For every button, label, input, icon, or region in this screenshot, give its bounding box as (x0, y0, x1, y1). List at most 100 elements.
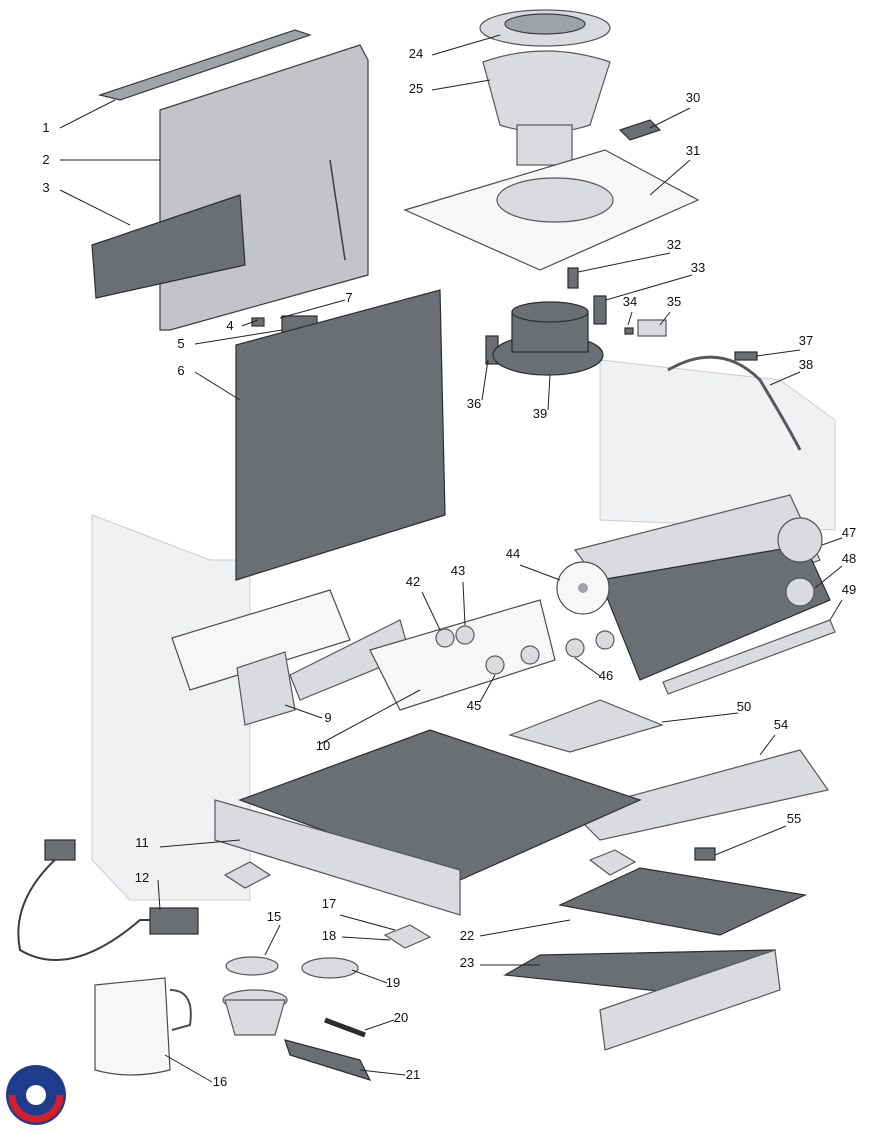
circuit-board-10 (369, 599, 556, 711)
base-chassis (214, 729, 642, 916)
callout-label-12: 12 (135, 870, 149, 885)
leader-line-42 (421, 591, 441, 631)
callout-label-43: 43 (451, 563, 465, 578)
leader-line-33 (605, 274, 693, 301)
milk-jug (94, 977, 192, 1076)
leader-line-16 (164, 1054, 213, 1083)
brand-logo (6, 1065, 66, 1125)
callout-label-38: 38 (799, 357, 813, 372)
leader-line-32 (577, 252, 671, 273)
callout-label-34: 34 (623, 294, 637, 309)
callout-label-5: 5 (177, 336, 184, 351)
leader-line-3 (59, 189, 131, 226)
leader-line-11 (159, 839, 241, 848)
callout-label-15: 15 (267, 909, 281, 924)
callout-label-9: 9 (324, 710, 331, 725)
leader-line-31 (649, 159, 691, 196)
callout-labels: 1234567910111215161718192021222324253031… (42, 34, 856, 1089)
leader-line-6 (194, 371, 241, 401)
callout-label-39: 39 (533, 406, 547, 421)
leader-line-44 (519, 564, 561, 581)
cup-grille (508, 699, 664, 753)
callout-label-50: 50 (737, 699, 751, 714)
callout-label-21: 21 (406, 1067, 420, 1082)
callout-label-19: 19 (386, 975, 400, 990)
leader-line-47 (821, 537, 843, 546)
leader-line-43 (462, 581, 466, 626)
button-caps (435, 625, 615, 675)
callout-label-30: 30 (686, 90, 700, 105)
callout-label-23: 23 (460, 955, 474, 970)
callout-label-46: 46 (599, 668, 613, 683)
drip-tray-insert (558, 867, 808, 936)
water-tank (159, 44, 369, 331)
bean-hopper-lid (479, 9, 611, 47)
leader-line-46 (574, 657, 601, 677)
callout-label-37: 37 (799, 333, 813, 348)
leader-line-19 (351, 969, 388, 984)
leader-line-39 (547, 374, 551, 411)
drip-tray (503, 949, 781, 1051)
leader-line-50 (661, 712, 739, 723)
callout-label-1: 1 (42, 120, 49, 135)
callout-label-2: 2 (42, 152, 49, 167)
leader-line-45 (479, 674, 496, 703)
leader-line-49 (829, 599, 843, 621)
grinder-motor (492, 301, 604, 376)
leader-line-18 (341, 936, 391, 941)
leader-line-15 (264, 924, 281, 956)
callout-label-36: 36 (467, 396, 481, 411)
tank-insert-panel (91, 194, 246, 299)
callout-label-42: 42 (406, 574, 420, 589)
leader-line-1 (59, 99, 116, 129)
top-cover-plate (403, 149, 700, 271)
callout-label-48: 48 (842, 551, 856, 566)
leader-line-54 (759, 734, 776, 756)
water-tank-lid (97, 29, 312, 101)
leader-line-37 (756, 349, 801, 357)
leader-line-20 (364, 1019, 395, 1031)
portafilter (222, 989, 372, 1081)
callout-label-35: 35 (667, 294, 681, 309)
callout-label-24: 24 (409, 46, 423, 61)
callout-label-10: 10 (316, 738, 330, 753)
leader-line-17 (339, 914, 396, 931)
callout-label-3: 3 (42, 180, 49, 195)
side-cover-panel (235, 289, 446, 581)
ghost-body-right (599, 359, 836, 531)
panel-trim-strip (662, 619, 836, 695)
leader-line-21 (359, 1069, 406, 1076)
leader-line-24 (431, 34, 501, 56)
callout-label-45: 45 (467, 698, 481, 713)
leader-line-7 (279, 299, 346, 319)
steam-knob (785, 577, 815, 607)
power-cord (17, 839, 199, 961)
callout-label-47: 47 (842, 525, 856, 540)
callout-label-11: 11 (135, 835, 149, 850)
leader-line-9 (284, 704, 323, 719)
circuit-board-frame (171, 589, 351, 691)
callout-label-16: 16 (213, 1074, 227, 1089)
callout-label-54: 54 (774, 717, 788, 732)
callout-label-20: 20 (394, 1010, 408, 1025)
leader-line-35 (659, 311, 671, 326)
bean-hopper (482, 50, 611, 166)
leader-line-25 (431, 79, 491, 91)
tamper-spring (324, 1017, 366, 1038)
machine-feet (223, 849, 637, 949)
callout-label-49: 49 (842, 582, 856, 597)
leader-line-12 (157, 879, 161, 911)
callout-label-6: 6 (177, 363, 184, 378)
callout-label-4: 4 (226, 318, 233, 333)
drip-tray-grille (570, 749, 830, 841)
callout-label-31: 31 (686, 143, 700, 158)
hopper-clip (618, 119, 662, 141)
callout-label-33: 33 (691, 260, 705, 275)
front-control-panel (573, 494, 831, 681)
leader-line-30 (649, 107, 691, 129)
pressure-gauge (556, 561, 610, 615)
ghost-body-left (91, 514, 251, 901)
micro-switch (624, 319, 667, 337)
leader-line-38 (769, 371, 801, 386)
